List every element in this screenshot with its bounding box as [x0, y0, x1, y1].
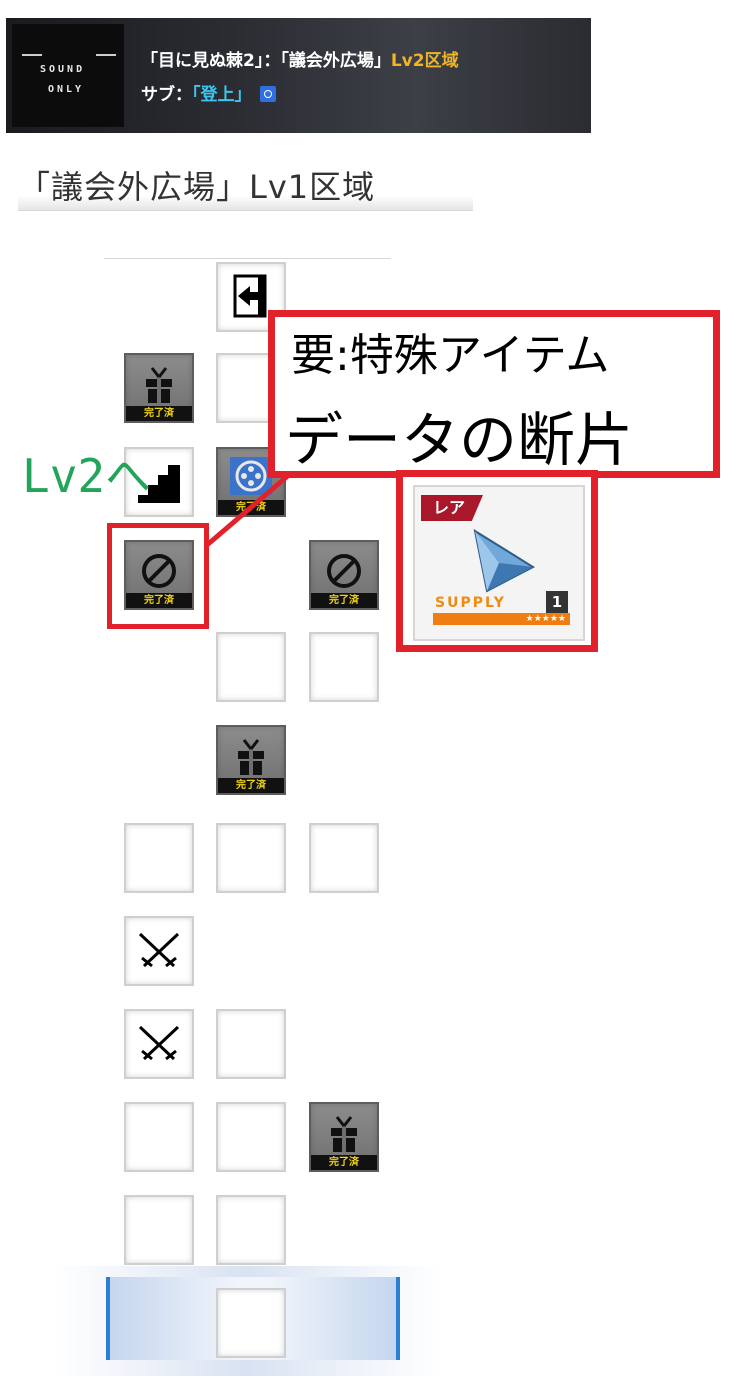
requirement-callout: 要:特殊アイテム データの断片 — [268, 310, 720, 478]
empty-tile[interactable] — [124, 1195, 194, 1265]
empty-tile[interactable] — [309, 823, 379, 893]
completed-badge: 完了済 — [311, 593, 377, 608]
blocked-tile[interactable]: 完了済 — [309, 540, 379, 610]
exit-icon — [233, 274, 267, 318]
star-rating: ★★★★★ — [433, 613, 570, 625]
completed-badge: 完了済 — [218, 778, 284, 793]
gift-icon — [146, 367, 172, 403]
exit-tile[interactable] — [216, 262, 286, 332]
item-type-label: SUPPLY — [435, 595, 506, 611]
data-fragment-icon — [473, 528, 536, 593]
highlight-box — [107, 523, 209, 629]
lv2-label: Lv2へ — [22, 449, 152, 503]
empty-tile[interactable] — [216, 1102, 286, 1172]
empty-tile[interactable] — [216, 1009, 286, 1079]
gift-icon — [331, 1116, 357, 1152]
banner-sub: サブ：「登上」 — [141, 80, 276, 105]
banner-title-suffix: Lv2区域 — [390, 51, 459, 71]
stairs-tile[interactable] — [124, 447, 194, 517]
completed-badge: 完了済 — [126, 406, 192, 421]
stairs-icon — [138, 465, 180, 503]
completed-badge: 完了済 — [311, 1155, 377, 1170]
empty-tile[interactable] — [124, 1102, 194, 1172]
prohibited-icon — [327, 554, 361, 588]
area-title: 「議会外広場」Lv1区域 — [18, 152, 473, 211]
crossed-swords-icon — [138, 1025, 180, 1061]
banner-sub-value: 「登上」 — [192, 85, 252, 105]
item-card[interactable]: レア SUPPLY 1 ★★★★★ — [413, 485, 585, 641]
sound-only-logo: SOUND ONLY — [12, 24, 124, 127]
prohibited-icon — [142, 554, 176, 588]
gift-icon — [238, 739, 264, 775]
banner-sub-label: サブ： — [141, 85, 192, 105]
empty-tile[interactable] — [124, 823, 194, 893]
start-tile[interactable] — [216, 1288, 286, 1358]
logo-word-1: SOUND — [40, 64, 86, 75]
gift-tile[interactable]: 完了済 — [124, 353, 194, 423]
empty-tile[interactable] — [309, 632, 379, 702]
area-title-text: 「議会外広場」Lv1区域 — [18, 168, 376, 206]
gift-tile[interactable]: 完了済 — [216, 725, 286, 795]
empty-tile[interactable] — [216, 823, 286, 893]
blocked-tile[interactable]: 完了済 — [124, 540, 194, 610]
completed-badge: 完了済 — [218, 500, 284, 515]
gift-tile[interactable]: 完了済 — [309, 1102, 379, 1172]
battle-tile[interactable] — [124, 1009, 194, 1079]
logo-word-2: ONLY — [48, 84, 85, 95]
item-count: 1 — [546, 591, 568, 613]
divider — [104, 258, 391, 259]
item-card-frame: レア SUPPLY 1 ★★★★★ — [396, 470, 598, 652]
banner-title-prefix: 「目に見ぬ棘2」：「議会外広場」 — [141, 51, 391, 71]
empty-tile[interactable] — [216, 632, 286, 702]
completed-badge: 完了済 — [126, 593, 192, 608]
rarity-badge: レア — [421, 495, 483, 521]
banner-title: 「目に見ぬ棘2」：「議会外広場」Lv2区域 — [141, 46, 459, 71]
required-item-name: データの断片 — [285, 406, 634, 474]
sub-stage-icon — [259, 86, 276, 102]
empty-tile[interactable] — [216, 1195, 286, 1265]
crossed-swords-icon — [138, 932, 180, 968]
event-banner: SOUND ONLY 「目に見ぬ棘2」：「議会外広場」Lv2区域 サブ：「登上」 — [6, 18, 591, 133]
battle-tile[interactable] — [124, 916, 194, 986]
requirement-text: 要:特殊アイテム — [291, 330, 610, 381]
